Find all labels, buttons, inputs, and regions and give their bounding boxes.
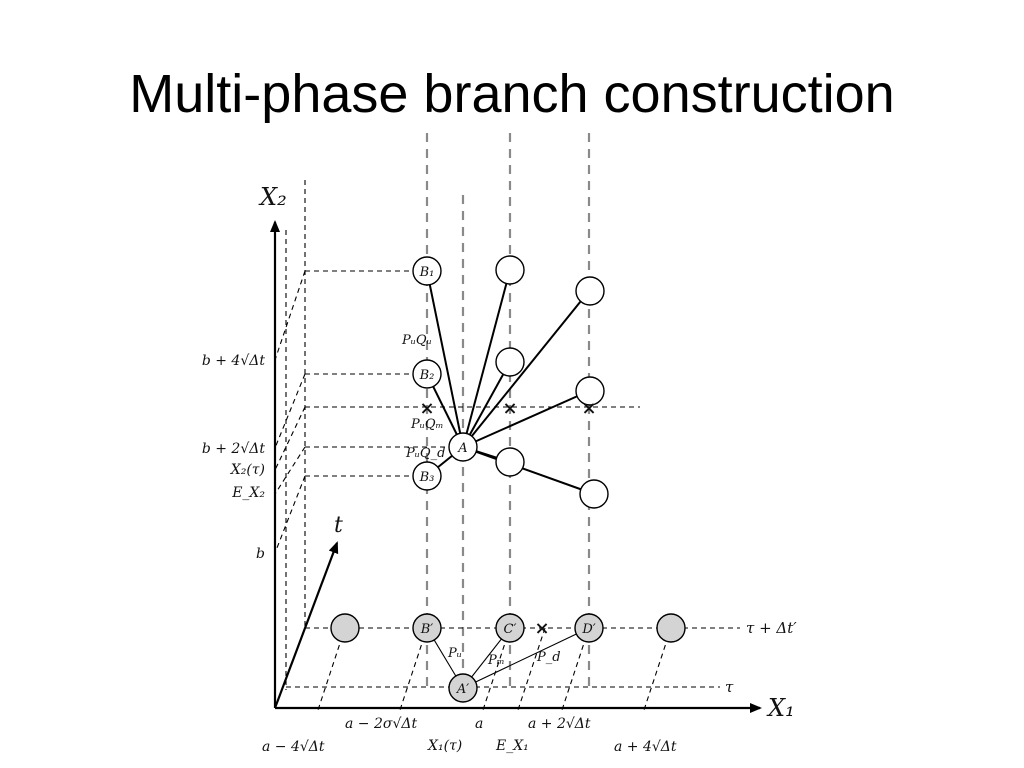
node-a xyxy=(448,432,478,462)
node-a-prime xyxy=(448,673,478,703)
node-c2 xyxy=(495,347,525,377)
y-label-b2: b + 2√Δt xyxy=(202,441,266,457)
node-lower-right xyxy=(656,613,686,643)
prob-pu-qu: PᵤQᵤ xyxy=(401,333,432,348)
y-label-x2tau: X₂(τ) xyxy=(230,462,265,478)
label-a-prime: A′ xyxy=(456,682,469,697)
x-label-a: a xyxy=(475,716,483,732)
level-lines xyxy=(274,270,640,554)
x-label-x1tau: X₁(τ) xyxy=(427,738,462,754)
plane-label-tau: τ xyxy=(725,678,734,696)
cross-marker-3: × xyxy=(581,398,596,419)
prob-pu-qm: PᵤQₘ xyxy=(410,417,444,432)
x-label-a-minus-4: a − 4√Δt xyxy=(262,739,325,755)
y-label-b: b xyxy=(256,546,265,562)
y-label-ex2: E_X₂ xyxy=(231,485,265,501)
node-b2 xyxy=(412,359,442,389)
lower-nodes xyxy=(330,613,686,703)
proj-ex2 xyxy=(274,446,306,495)
slide-title: Multi-phase branch construction xyxy=(129,64,895,124)
node-d3 xyxy=(579,479,609,509)
x-label-a-plus-4: a + 4√Δt xyxy=(614,739,677,755)
plane-label-tau-dt: τ + Δt′ xyxy=(746,619,797,637)
axis-label-x1: X₁ xyxy=(766,694,795,722)
prob-pd: P_d xyxy=(536,650,561,665)
node-d-prime xyxy=(574,613,604,643)
node-c1 xyxy=(495,255,525,285)
label-c-prime: C′ xyxy=(504,622,517,637)
cross-marker-1: × xyxy=(419,398,434,419)
axis-label-x2: X₂ xyxy=(258,183,287,211)
label-d-prime: D′ xyxy=(581,622,595,637)
cross-marker-4: × xyxy=(534,618,549,639)
t-axis xyxy=(273,541,339,709)
x-label-ex1: E_X₁ xyxy=(495,738,529,754)
label-b-prime: B′ xyxy=(420,622,434,637)
node-d1 xyxy=(575,276,605,306)
prob-pm: Pₘ xyxy=(487,653,505,668)
proj-b2 xyxy=(274,373,306,449)
proj-b xyxy=(274,475,306,554)
node-d2 xyxy=(575,376,605,406)
x-projections xyxy=(317,627,672,711)
cross-marker-2: × xyxy=(502,398,517,419)
label-b3: B₃ xyxy=(419,470,435,485)
label-a: A xyxy=(457,441,467,456)
axis-label-t: t xyxy=(334,513,343,538)
x-label-a-plus-2: a + 2√Δt xyxy=(528,716,591,732)
proj-x2tau xyxy=(274,406,306,471)
node-b1 xyxy=(412,256,442,286)
node-b3 xyxy=(412,461,442,491)
y-label-b4: b + 4√Δt xyxy=(202,353,266,369)
node-b-prime xyxy=(412,613,442,643)
node-c3 xyxy=(495,447,525,477)
prob-pu: Pᵤ xyxy=(447,646,462,661)
prob-pu-qd: PᵤQ_d xyxy=(405,446,445,461)
upper-nodes xyxy=(412,255,609,509)
node-lower-left xyxy=(330,613,360,643)
proj-b4 xyxy=(274,270,306,361)
label-b2: B₂ xyxy=(419,368,435,383)
label-b1: B₁ xyxy=(419,265,435,280)
node-c-prime xyxy=(495,613,525,643)
x-label-a-minus-2s: a − 2σ√Δt xyxy=(345,716,417,732)
